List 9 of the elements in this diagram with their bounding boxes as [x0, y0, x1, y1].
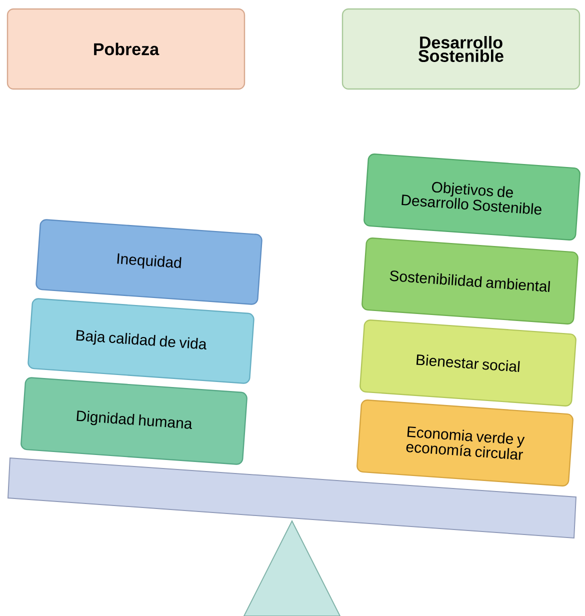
item-block: Sostenibilidad ambiental: [362, 238, 578, 324]
item-block: Inequidad: [36, 219, 262, 305]
item-block: Baja calidad de vida: [28, 298, 254, 384]
item-block: Dignidad humana: [20, 377, 248, 465]
item-block: Objetivos de Desarrollo Sostenible: [364, 154, 580, 240]
heading-box: Pobreza: [6, 8, 246, 90]
heading-box: Desarrollo Sostenible: [342, 8, 580, 90]
item-block: Bienestar social: [360, 320, 576, 406]
item-block: Economia verde y economía circular: [356, 400, 574, 486]
